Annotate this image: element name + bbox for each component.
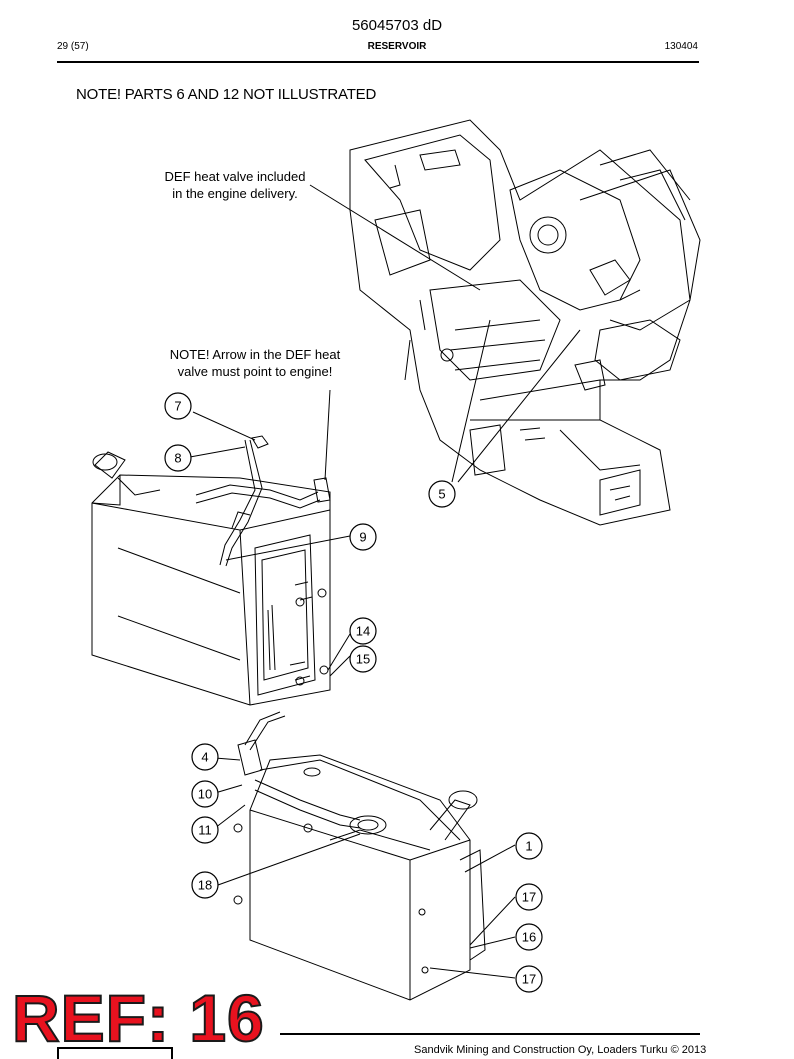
revision-code: 130404: [664, 41, 698, 52]
leader-17a: [469, 896, 516, 946]
callout-label-8: 8: [174, 451, 181, 466]
ref-stamp: REF: 16: [11, 981, 265, 1055]
callout-bubble-14: [349, 617, 377, 645]
leader-7: [192, 411, 256, 441]
leader-16: [469, 936, 516, 949]
def-valve-leader: [309, 184, 481, 291]
leader-4: [214, 757, 241, 761]
callout-label-11: 11: [198, 823, 212, 838]
section-title: RESERVOIR: [367, 41, 427, 52]
leader-9: [225, 535, 351, 561]
arrow-note-line1: NOTE! Arrow in the DEF heat: [169, 347, 341, 362]
callout-bubble-5: [428, 480, 456, 508]
def-valve-note: DEF heat valve included in the engine de…: [130, 168, 340, 202]
page-number: 29 (57): [57, 41, 89, 52]
upper-tank-assembly: [91, 435, 331, 706]
callout-label-1: 1: [525, 839, 532, 854]
callout-bubble-10: [191, 780, 219, 808]
callout-bubble-1: [515, 832, 543, 860]
header-rule: [57, 61, 699, 63]
callout-bubble-8: [164, 444, 192, 472]
arrow-note-line2: valve must point to engine!: [177, 364, 333, 379]
callout-bubble-11: [191, 816, 219, 844]
leader-10: [214, 784, 243, 794]
callout-bubble-4: [191, 743, 219, 771]
machine-frame: [349, 119, 701, 526]
callout-bubble-15: [349, 645, 377, 673]
callout-bubble-17: [515, 883, 543, 911]
parts-note: NOTE! PARTS 6 AND 12 NOT ILLUSTRATED: [76, 86, 377, 103]
logo-outline: [57, 1047, 173, 1059]
callout-label-17: 17: [522, 972, 536, 987]
callout-label-9: 9: [359, 530, 366, 545]
callout-bubble-18: [191, 871, 219, 899]
leader-14-15: [327, 633, 351, 677]
callout-bubble-7: [164, 392, 192, 420]
leader-1: [464, 844, 516, 873]
document-id: 56045703 dD: [351, 17, 443, 34]
callout-label-15: 15: [356, 652, 370, 667]
callout-label-14: 14: [356, 624, 370, 639]
leader-8: [189, 446, 246, 458]
def-valve-note-line2: in the engine delivery.: [172, 186, 298, 201]
callout-label-5: 5: [438, 487, 445, 502]
callout-label-17: 17: [522, 890, 536, 905]
callout-bubble-17: [515, 965, 543, 993]
footer-rule: [280, 1033, 700, 1035]
callout-bubble-9: [349, 523, 377, 551]
leader-11: [214, 804, 246, 829]
callout-label-7: 7: [174, 399, 181, 414]
footer-copyright: Sandvik Mining and Construction Oy, Load…: [414, 1044, 707, 1056]
leader-17b: [429, 967, 516, 979]
leader-18: [217, 833, 361, 886]
leader-arrow-note: [324, 389, 331, 481]
arrow-note: NOTE! Arrow in the DEF heat valve must p…: [140, 346, 370, 380]
callout-label-10: 10: [198, 787, 212, 802]
callout-label-16: 16: [522, 930, 536, 945]
callout-label-4: 4: [201, 750, 208, 765]
callout-bubble-16: [515, 923, 543, 951]
lower-tank-assembly: [233, 711, 486, 1001]
def-valve-note-line1: DEF heat valve included: [164, 169, 306, 184]
callout-label-18: 18: [198, 878, 212, 893]
leader-5: [451, 319, 581, 483]
